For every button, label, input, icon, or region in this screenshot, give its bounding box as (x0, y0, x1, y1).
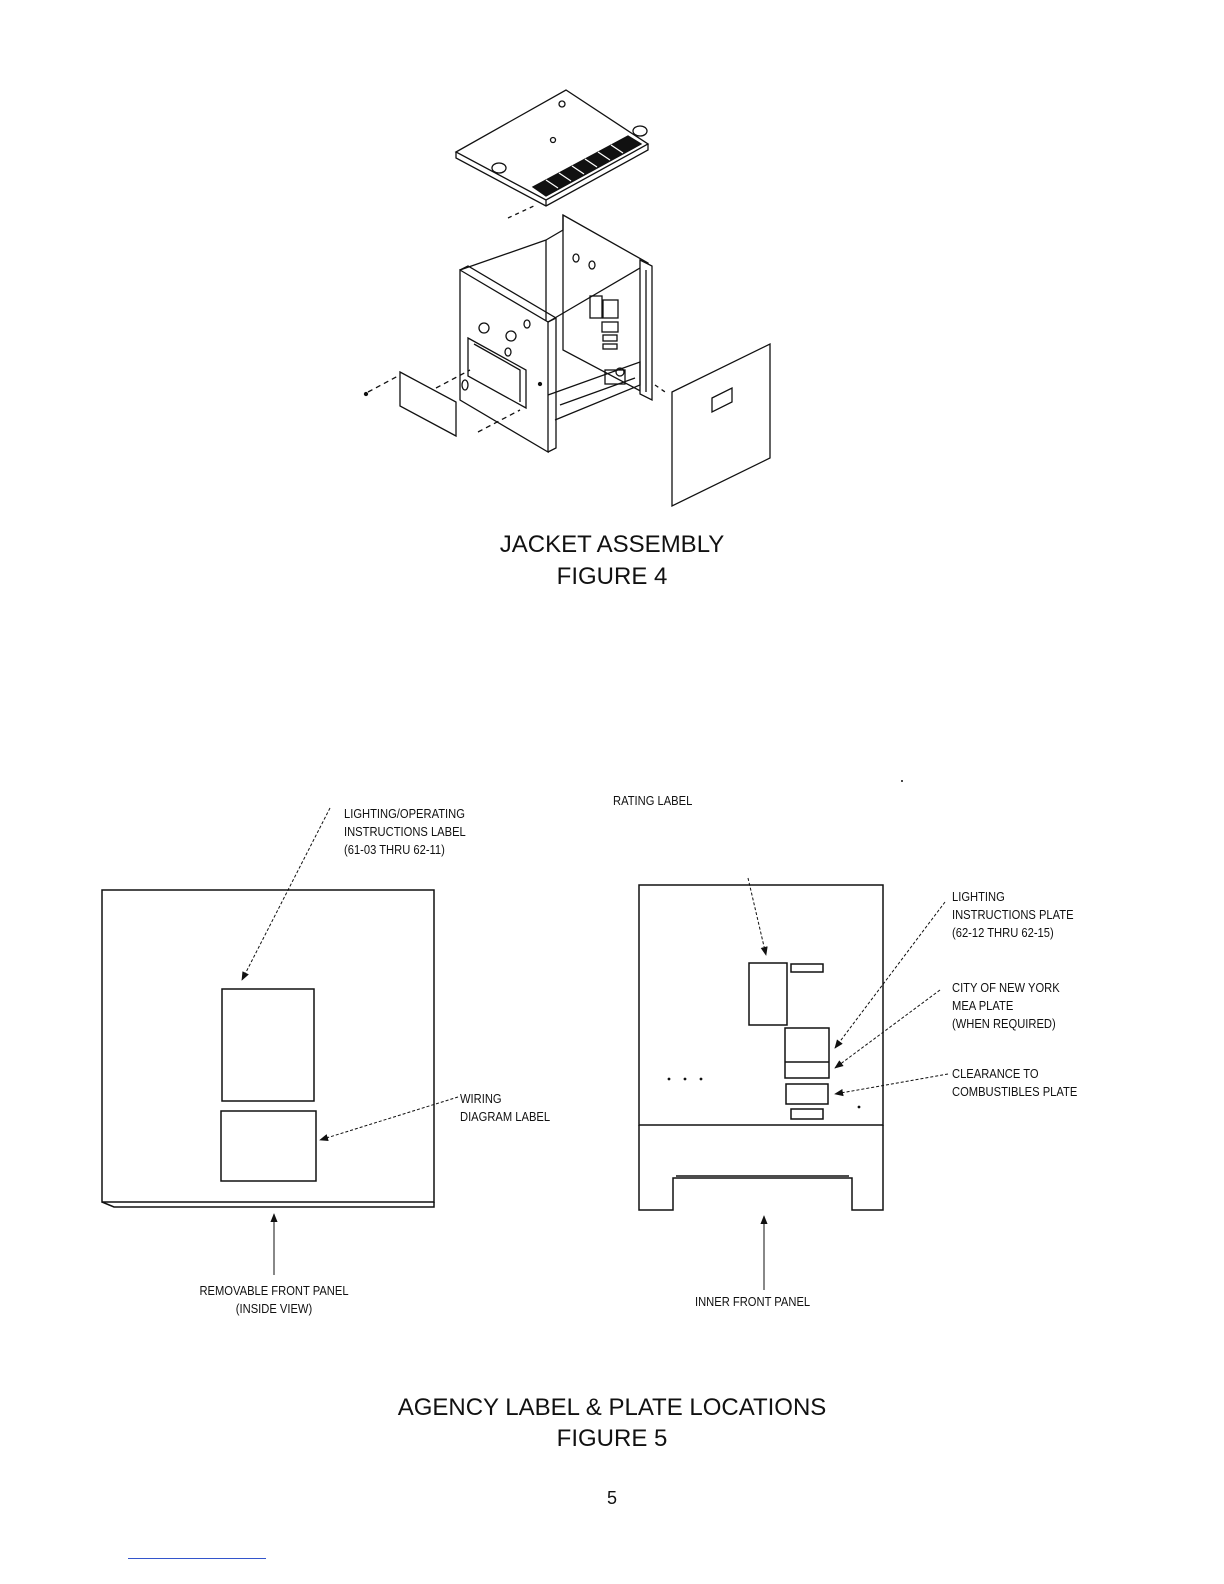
nyc-mea-plate-area (784, 1027, 830, 1079)
figure4-title: JACKET ASSEMBLY (499, 531, 725, 558)
wiring-diagram-label-callout: WIRING DIAGRAM LABEL (460, 1091, 551, 1124)
small-plate-bottom (790, 1108, 824, 1120)
removable-front-panel-callout: REMOVABLE FRONT PANEL (INSIDE VIEW) (199, 1283, 349, 1316)
figure5-title: AGENCY LABEL & PLATE LOCATIONS (397, 1394, 827, 1421)
top-cover (454, 89, 650, 207)
rating-label-area (748, 962, 788, 1026)
rating-label-callout: RATING LABEL (613, 793, 693, 808)
jacket-assembly-illustration (363, 89, 771, 508)
jacket-body (459, 213, 653, 454)
small-plate-top (790, 963, 824, 973)
figure4-number: FIGURE 4 (556, 563, 668, 590)
page-number: 5 (606, 1488, 617, 1508)
figure5-number: FIGURE 5 (556, 1425, 668, 1452)
footer-rule (128, 1558, 266, 1559)
lighting-instructions-plate-callout: LIGHTING INSTRUCTIONS PLATE (62-12 THRU … (952, 889, 1074, 940)
removable-front-panel-drawing (101, 807, 459, 1275)
inner-front-panel-callout: INNER FRONT PANEL (695, 1294, 811, 1309)
lighting-operating-label-area (221, 988, 315, 1102)
left-access-cover (363, 369, 521, 438)
clearance-plate-callout: CLEARANCE TO COMBUSTIBLES PLATE (952, 1066, 1078, 1099)
front-door-panel (654, 342, 771, 508)
wiring-diagram-label-area (220, 1110, 317, 1182)
inner-front-panel-drawing (638, 780, 949, 1290)
lighting-operating-label-callout: LIGHTING/OPERATING INSTRUCTIONS LABEL (6… (344, 806, 466, 857)
nyc-mea-plate-callout: CITY OF NEW YORK MEA PLATE (WHEN REQUIRE… (952, 980, 1060, 1031)
clearance-plate-area (785, 1083, 829, 1105)
